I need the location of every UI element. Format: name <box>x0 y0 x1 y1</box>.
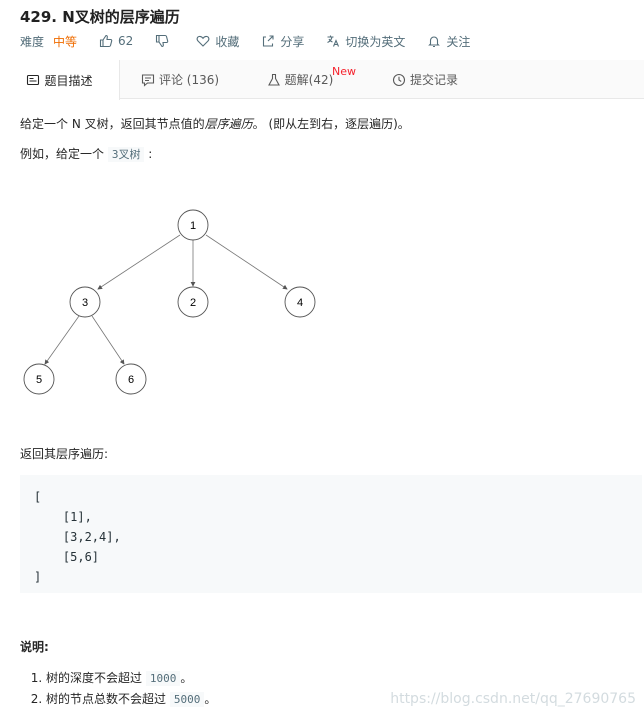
note-text: 树的节点总数不会超过 <box>46 692 170 706</box>
intro-text-end: 。 (即从左到右，逐层遍历)。 <box>252 117 410 131</box>
output-code-block: [ [1], [3,2,4], [5,6] ] <box>20 475 642 593</box>
node-label: 3 <box>82 297 88 309</box>
follow-button[interactable]: 关注 <box>427 33 470 50</box>
difficulty-label: 难度 <box>20 34 45 49</box>
share-icon <box>263 35 274 47</box>
tab-bar: 题目描述 评论 (136) 题解(42) New 提交记录 <box>0 60 644 100</box>
list-item: 树的深度不会超过 1000。 <box>46 668 216 689</box>
heart-icon <box>196 35 210 47</box>
notes-title: 说明: <box>20 640 49 654</box>
favorite-button[interactable]: 收藏 <box>196 33 239 50</box>
new-badge: New <box>332 65 356 78</box>
example-prefix: 例如，给定一个 <box>20 147 108 161</box>
problem-title: 429. N叉树的层序遍历 <box>20 8 180 26</box>
note-end: 。 <box>204 692 217 706</box>
code-line: [5,6] <box>34 550 100 564</box>
comment-icon <box>141 73 155 87</box>
difficulty: 难度 中等 <box>20 33 77 50</box>
tree-node: 4 <box>284 286 316 318</box>
tab-submissions-label: 提交记录 <box>409 73 458 87</box>
n-ary-tree-diagram: 1 3 2 4 5 6 <box>23 209 316 395</box>
dislike-button[interactable] <box>155 34 174 48</box>
tree-edge <box>44 315 80 365</box>
tab-solutions[interactable]: 题解(42) New <box>240 60 360 99</box>
tab-comments[interactable]: 评论 (136) <box>120 60 240 99</box>
watermark: https://blog.csdn.net/qq_27690765 <box>390 691 636 707</box>
example-suffix: : <box>144 147 153 161</box>
bell-icon <box>428 36 441 48</box>
like-count: 62 <box>118 34 134 48</box>
problem-meta-bar: 难度 中等 62 收藏 分享 切换为英文 关注 <box>20 33 492 49</box>
tree-node: 6 <box>115 363 147 395</box>
node-label: 5 <box>36 374 42 386</box>
return-label: 返回其层序遍历: <box>20 447 109 461</box>
share-label: 分享 <box>280 34 305 49</box>
problem-intro: 给定一个 N 叉树，返回其节点值的层序遍历。 (即从左到右，逐层遍历)。 <box>20 115 410 132</box>
code-line: ] <box>34 570 42 584</box>
translate-button[interactable]: 切换为英文 <box>326 33 405 50</box>
tree-node: 1 <box>177 209 209 241</box>
intro-text: 给定一个 N 叉树，返回其节点值的 <box>20 117 205 131</box>
node-label: 2 <box>190 297 196 309</box>
tree-node: 3 <box>69 286 101 318</box>
notes-list: 树的深度不会超过 1000。 树的节点总数不会超过 5000。 <box>46 668 216 710</box>
node-label: 6 <box>128 374 134 386</box>
note-end: 。 <box>180 671 193 685</box>
description-icon <box>27 74 40 86</box>
tab-submissions[interactable]: 提交记录 <box>360 60 490 99</box>
note-code: 5000 <box>169 692 205 707</box>
thumbs-down-icon <box>156 34 169 48</box>
tab-description-label: 题目描述 <box>44 73 93 88</box>
example-code: 3叉树 <box>107 147 145 162</box>
follow-label: 关注 <box>446 34 471 49</box>
tree-edge <box>97 234 181 290</box>
translate-label: 切换为英文 <box>345 34 406 49</box>
intro-emphasis: 层序遍历 <box>204 117 253 131</box>
code-line: [1], <box>34 510 92 524</box>
clock-icon <box>392 73 406 86</box>
tree-edge <box>91 315 125 365</box>
tab-solutions-label: 题解(42) <box>284 73 334 87</box>
flask-icon <box>267 73 280 86</box>
tree-node: 2 <box>177 286 209 318</box>
tree-node: 5 <box>23 363 55 395</box>
share-button[interactable]: 分享 <box>261 33 304 50</box>
favorite-label: 收藏 <box>215 34 240 49</box>
thumbs-up-icon <box>99 34 113 48</box>
tab-description[interactable]: 题目描述 <box>0 60 120 100</box>
difficulty-value: 中等 <box>53 34 78 49</box>
code-line: [ <box>34 490 42 504</box>
translate-icon <box>327 35 340 47</box>
note-code: 1000 <box>145 671 181 686</box>
example-line: 例如，给定一个 3叉树 : <box>20 145 152 162</box>
code-line: [3,2,4], <box>34 530 121 544</box>
node-label: 4 <box>297 297 303 309</box>
note-text: 树的深度不会超过 <box>46 671 146 685</box>
like-button[interactable]: 62 <box>99 34 133 48</box>
tab-comments-label: 评论 (136) <box>158 73 220 87</box>
node-label: 1 <box>190 220 196 232</box>
list-item: 树的节点总数不会超过 5000。 <box>46 689 216 710</box>
tree-edge <box>205 234 288 290</box>
problem-header: 429. N叉树的层序遍历 难度 中等 62 收藏 分享 切换为英文 关注 <box>0 0 644 60</box>
